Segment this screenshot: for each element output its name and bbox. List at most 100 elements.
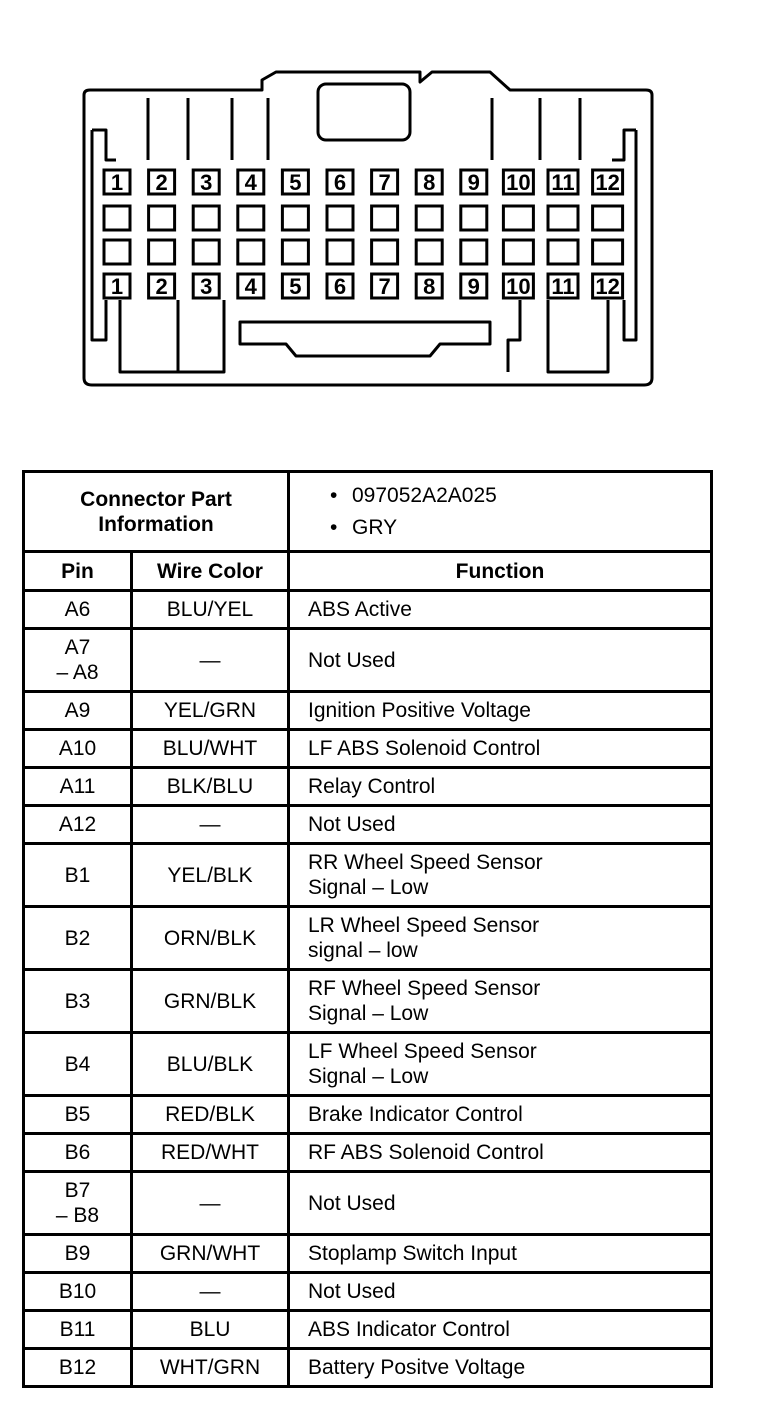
pin-cavity [102,238,132,266]
pin-cell: B9 [22,1233,133,1274]
top-row-pin-label: 12 [595,170,619,195]
wire-color-cell: WHT/GRN [130,1347,290,1388]
pin-cavity [236,238,266,266]
pin-cavity [236,272,266,300]
header-function: Function [287,550,713,592]
pin-cell: A9 [22,690,133,731]
bottom-row-pin-label: 8 [423,274,435,299]
pin-cell: B3 [22,968,133,1034]
bottom-row-pin-label: 4 [245,274,258,299]
pin-cavity [414,168,444,196]
pin-cavity [501,238,535,266]
function-cell: Not Used [287,1271,713,1312]
wire-color-cell: ORN/BLK [130,905,290,971]
function-cell: Battery Positve Voltage [287,1347,713,1388]
pin-cell: A6 [22,589,133,630]
pin-cavity [102,204,132,232]
wire-color-cell: YEL/BLK [130,842,290,908]
top-row-pin-label: 10 [506,170,530,195]
pin-cavity [236,204,266,232]
pin-cell: B2 [22,905,133,971]
part-info-row: Connector Part Information •097052A2A025… [22,470,713,553]
pin-cell: B1 [22,842,133,908]
pin-cavity [147,272,177,300]
wire-color-cell: GRN/BLK [130,968,290,1034]
table-row: A12—Not Used [22,804,713,845]
latch-tab [316,82,412,142]
bottom-row-pin-label: 5 [289,274,301,299]
pin-cell: B12 [22,1347,133,1388]
wire-color-cell: BLU/BLK [130,1031,290,1097]
function-cell: ABS Indicator Control [287,1309,713,1350]
pin-cavity [370,204,400,232]
table-row: B10—Not Used [22,1271,713,1312]
part-info-label: Connector Part Information [22,470,290,553]
function-cell: Not Used [287,804,713,845]
part-color: •GRY [330,515,398,539]
function-cell: Relay Control [287,766,713,807]
function-cell: Ignition Positive Voltage [287,690,713,731]
pin-cavity [236,168,266,196]
pin-cavity [147,204,177,232]
pin-cavity [546,238,580,266]
connector-pin-table: Connector Part Information •097052A2A025… [22,470,713,1388]
wire-color-cell: — [130,1170,290,1236]
pin-cavity [280,168,310,196]
pin-cell: B7– B8 [22,1170,133,1236]
function-cell: Brake Indicator Control [287,1094,713,1135]
top-row-pin-label: 4 [245,170,258,195]
bottom-keys [118,300,610,374]
table-row: A7– A8—Not Used [22,627,713,693]
pin-cavity [546,272,580,300]
pin-cell: B5 [22,1094,133,1135]
wire-color-cell: BLK/BLU [130,766,290,807]
pin-cavity [591,238,625,266]
pin-cavity [325,272,355,300]
bottom-row-pin-label: 11 [551,274,574,299]
pin-cavity [591,204,625,232]
pin-cavity [191,168,221,196]
pin-cell: A10 [22,728,133,769]
top-row-pin-label: 6 [334,170,346,195]
top-row-pin-label: 11 [551,170,574,195]
pin-cavity [147,238,177,266]
pin-cavity [459,204,489,232]
top-row-pin-label: 2 [155,170,167,195]
pin-cell: B6 [22,1132,133,1173]
housing-inner [90,128,638,342]
pin-cell: B11 [22,1309,133,1350]
wire-color-cell: YEL/GRN [130,690,290,731]
pin-cavity [280,272,310,300]
bottom-row-pin-label: 6 [334,274,346,299]
part-number: •097052A2A025 [330,483,497,507]
top-row-pin-label: 8 [423,170,435,195]
pin-cavity [546,204,580,232]
function-cell: Not Used [287,627,713,693]
top-row-pin-label: 9 [468,170,480,195]
pin-cavity [102,272,132,300]
pin-cavity [414,272,444,300]
pin-cavity [501,272,535,300]
pin-cell: B10 [22,1271,133,1312]
pin-cavity [414,204,444,232]
bottom-row-pin-label: 10 [506,274,530,299]
pin-cavity [501,168,535,196]
wire-color-cell: BLU/WHT [130,728,290,769]
top-row-pin-label: 1 [111,170,123,195]
pin-cavity [191,238,221,266]
pin-cavity [325,168,355,196]
pin-cavity [591,272,625,300]
table-row: B7– B8—Not Used [22,1170,713,1236]
pin-cavity [459,168,489,196]
function-cell: Not Used [287,1170,713,1236]
